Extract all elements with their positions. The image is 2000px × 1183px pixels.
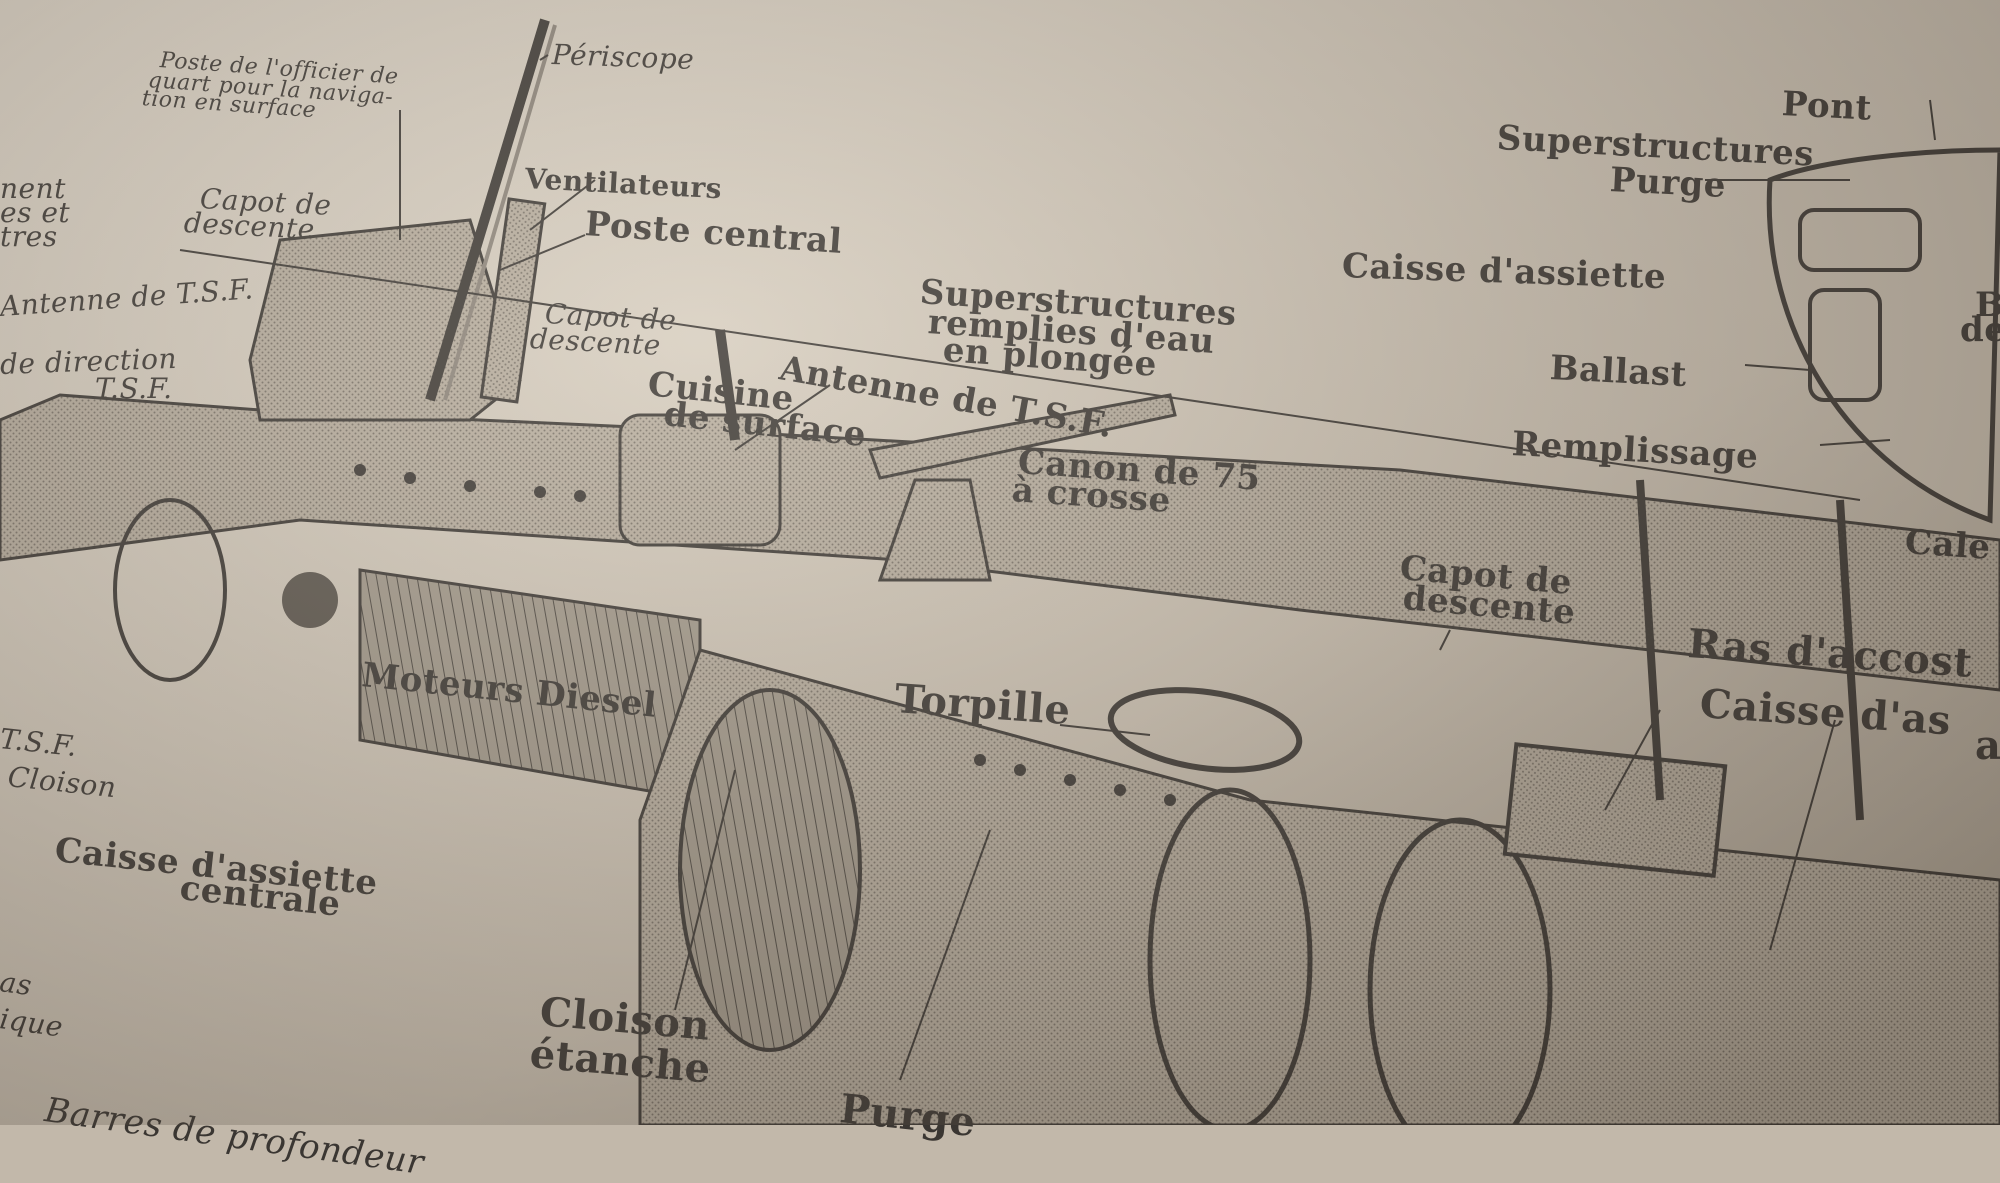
- crossed-box: [1502, 742, 1728, 878]
- label-left-bottom-1: as: [0, 965, 35, 1003]
- label-ballast: Ballast: [1548, 348, 1688, 396]
- antenna-wire: [179, 249, 1861, 501]
- crew-figure: [282, 572, 338, 628]
- label-left-edge-3: tres: [0, 220, 58, 253]
- label-right-edge-d: de: [1960, 310, 2000, 350]
- label-pont: Pont: [1780, 84, 1873, 129]
- label-left-edge-2: es et: [0, 196, 71, 229]
- torpedo-hatch: [1107, 687, 1303, 773]
- leader-lines: [399, 54, 1936, 1081]
- label-caisse-as-2: a: [1975, 722, 2000, 769]
- periscope-mast: [425, 18, 550, 402]
- bulkhead-ring: [678, 688, 862, 1052]
- submarine-diagram: [0, 0, 2000, 1125]
- label-cale: Cale: [1903, 522, 1992, 568]
- bulkhead-ring: [1367, 817, 1553, 1125]
- label-capot-descente-mid-2: descente: [529, 322, 662, 362]
- label-right-edge-b: B: [1975, 285, 2000, 325]
- label-tsf-small: T.S.F.: [95, 372, 173, 405]
- crew-compartment: [113, 498, 227, 682]
- label-left-edge-1: nent: [0, 172, 66, 205]
- deck-gun-mount: [877, 478, 992, 582]
- label-periscope: Périscope: [551, 38, 695, 76]
- bulkhead-ring: [1147, 787, 1313, 1125]
- pressure-hull: [638, 648, 2000, 1125]
- deck-gun-barrel: [867, 393, 1177, 480]
- label-purge-right: Purge: [1608, 160, 1727, 207]
- hull-cross-section: [1766, 147, 2000, 524]
- deck-rivets: [354, 464, 1176, 806]
- label-capot-descente-top-2: descente: [183, 206, 316, 246]
